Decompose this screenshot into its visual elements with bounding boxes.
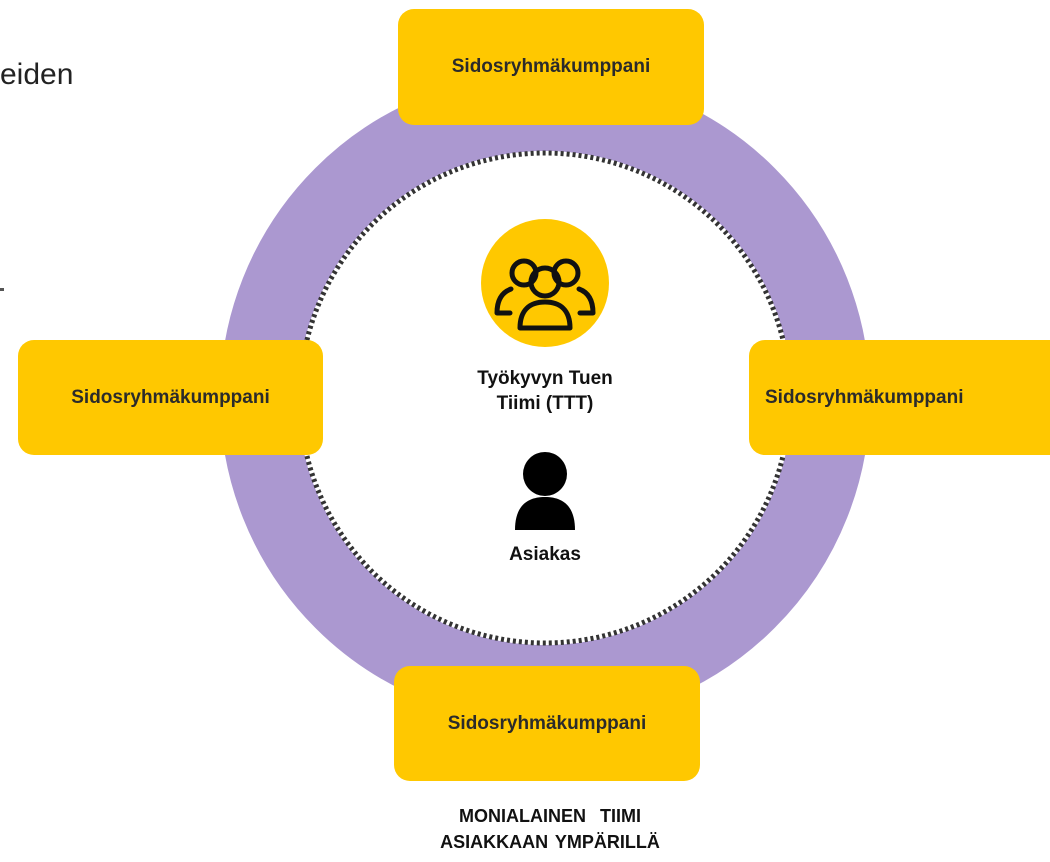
partner-box-left: Sidosryhmäkumppani (18, 340, 323, 455)
group-icon (481, 219, 609, 347)
team-label: Työkyvyn Tuen Tiimi (TTT) (445, 366, 645, 416)
diagram-caption: MONIALAINEN TIIMI ASIAKKAAN YMPÄRILLÄ (400, 803, 700, 855)
partner-label: Sidosryhmäkumppani (71, 386, 270, 408)
partner-label: Sidosryhmäkumppani (765, 386, 964, 408)
partner-label: Sidosryhmäkumppani (447, 712, 647, 734)
clipped-mark (0, 288, 4, 291)
client-label: Asiakas (509, 544, 581, 565)
team-label-line2: Tiimi (TTT) (496, 393, 594, 414)
team-label-line1: Työkyvyn Tuen (477, 368, 613, 389)
partner-box-right: Sidosryhmäkumppani (749, 340, 1050, 455)
partner-box-top: Sidosryhmäkumppani (398, 9, 704, 125)
partner-box-bottom: Sidosryhmäkumppani (394, 666, 700, 781)
inner-circle (298, 151, 792, 645)
clipped-heading-text: eiden (0, 58, 74, 91)
partner-label: Sidosryhmäkumppani (451, 56, 651, 77)
caption-line1: MONIALAINEN TIIMI (459, 806, 641, 826)
person-icon (515, 452, 575, 530)
caption-line2: ASIAKKAAN YMPÄRILLÄ (440, 832, 660, 852)
